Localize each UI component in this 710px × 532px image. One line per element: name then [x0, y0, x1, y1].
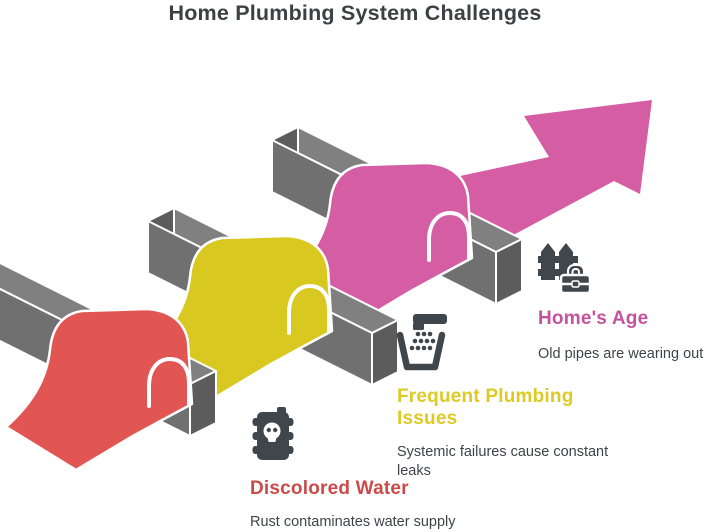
challenge-heading: Frequent Plumbing Issues: [397, 386, 574, 429]
page-title: Home Plumbing System Challenges: [168, 1, 542, 25]
challenge-homes-age: Home's Age Old pipes are wearing out: [538, 240, 710, 364]
challenge-heading: Discolored Water: [250, 478, 409, 499]
challenge-description: Systemic failures cause constant leaks: [397, 444, 609, 479]
challenge-description: Rust contaminates water supply: [250, 514, 456, 530]
challenge-frequent-plumbing-issues: Frequent Plumbing Issues Systemic failur…: [397, 314, 629, 481]
toxic-barrel-icon: [252, 407, 294, 460]
fence-toolbox-icon: [538, 243, 592, 295]
faucet-water-icon: [397, 314, 447, 371]
rising-arrow: [448, 100, 652, 268]
challenge-discolored-water: Discolored Water Rust contaminates water…: [250, 406, 520, 532]
challenge-description: Old pipes are wearing out: [538, 346, 704, 362]
challenge-heading: Home's Age: [538, 308, 649, 329]
